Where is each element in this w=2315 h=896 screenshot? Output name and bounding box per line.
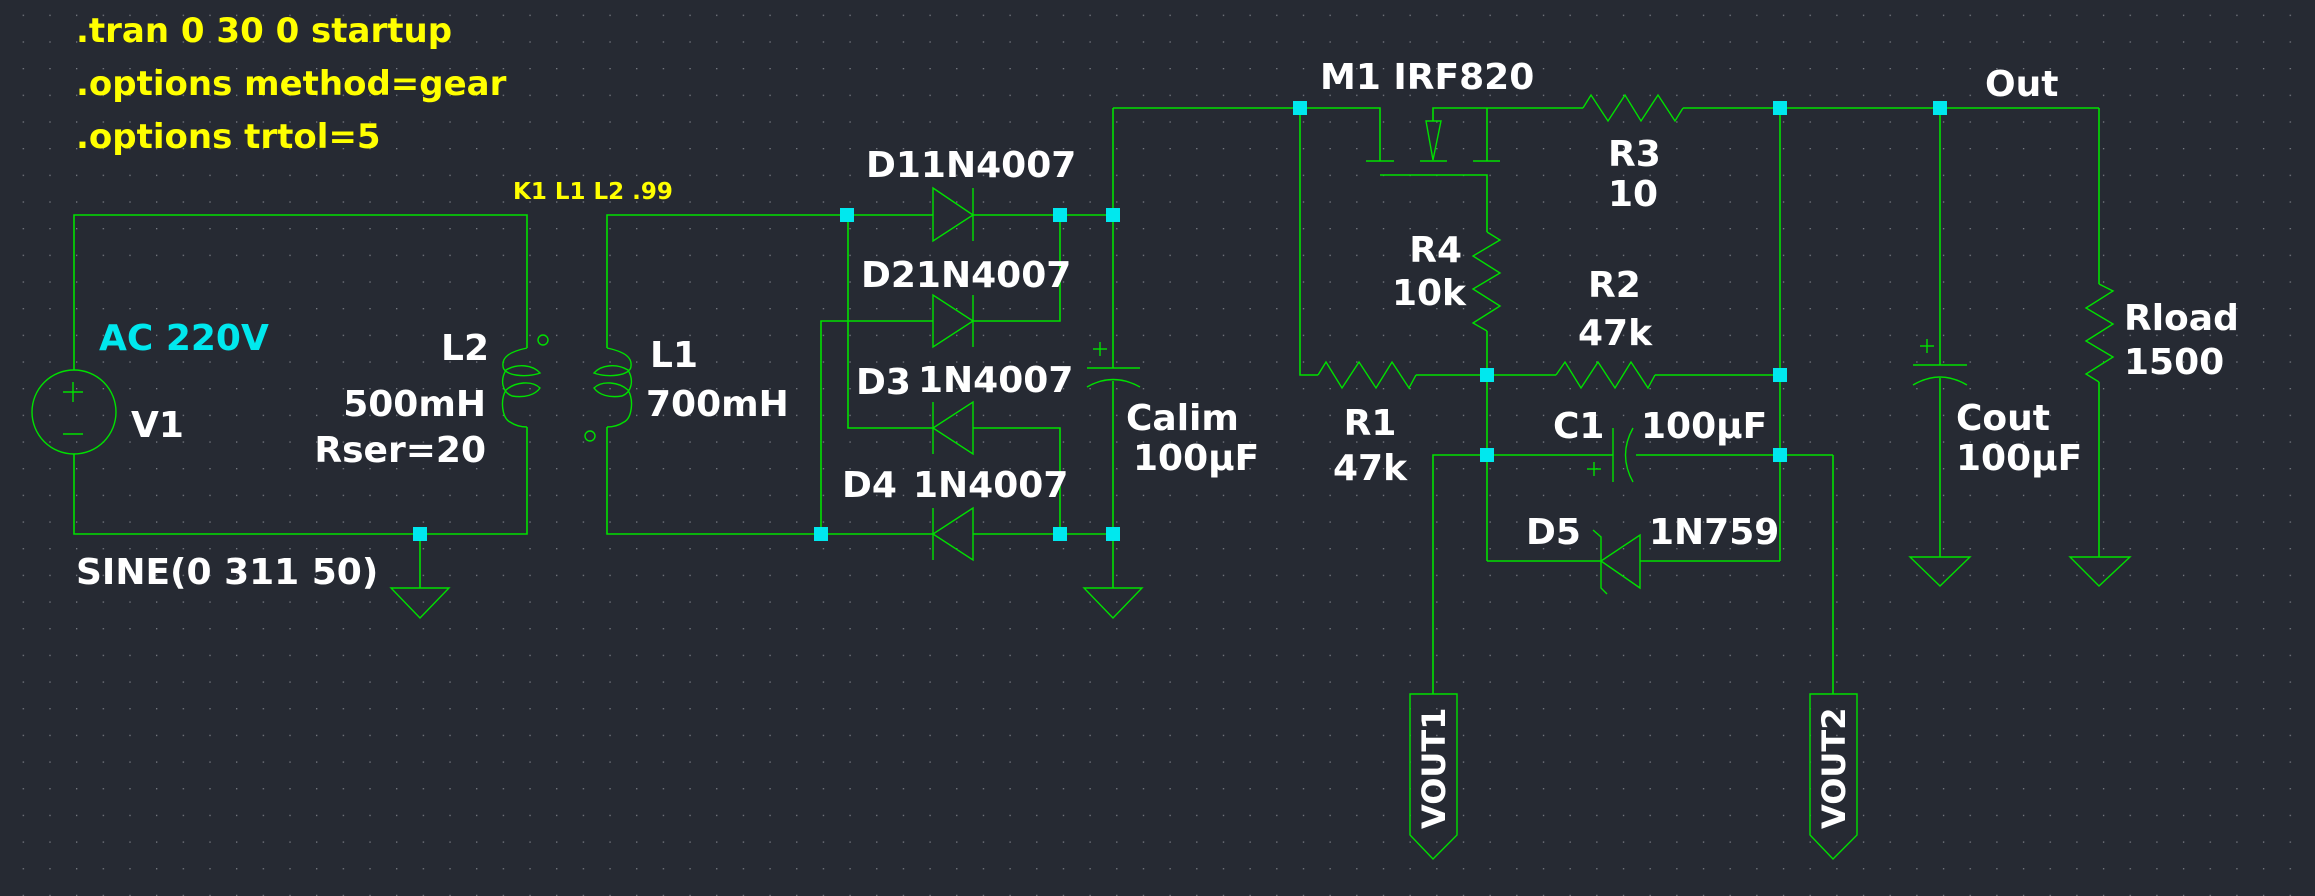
rload-name: Rload [2124, 298, 2239, 339]
bridge-wires[interactable] [606, 108, 1114, 588]
r2-value: 47k [1578, 313, 1653, 354]
d3-name: D3 [856, 362, 911, 403]
directive-options-trtol[interactable]: .options trtol=5 [76, 117, 381, 157]
voltage-source-v1[interactable] [31, 369, 117, 455]
v1-name: V1 [131, 405, 184, 446]
rload-value: 1500 [2124, 342, 2224, 383]
junction-node [1293, 101, 1307, 115]
inductor-l2[interactable] [501, 334, 549, 428]
resistor-rload[interactable] [2084, 283, 2115, 383]
zener-diode-d5[interactable] [1592, 529, 1641, 595]
d4-name: D4 [842, 465, 897, 506]
net-label-out[interactable]: Out [1985, 64, 2058, 105]
d5-value: 1N759 [1649, 512, 1779, 553]
ground-symbol-primary [389, 587, 451, 620]
junction-node [1773, 101, 1787, 115]
l1-value: 700mH [646, 384, 789, 425]
cout-name: Cout [1956, 398, 2050, 439]
regulator-wires[interactable] [1113, 107, 2100, 694]
comment-ac-220v[interactable]: AC 220V [99, 318, 269, 359]
mosfet-m1[interactable] [1366, 120, 1500, 162]
junction-node [1106, 527, 1120, 541]
diode-d3[interactable] [931, 400, 974, 456]
junction-node [1480, 368, 1494, 382]
directive-coupling[interactable]: K1 L1 L2 .99 [513, 179, 673, 205]
capacitor-c1[interactable] [1587, 427, 1634, 483]
junction-node [1480, 448, 1494, 462]
d3-value: 1N4007 [918, 360, 1073, 401]
ground-symbol-rload [2068, 556, 2132, 587]
arrow-icon [1425, 120, 1442, 161]
l2-value: 500mH [343, 384, 486, 425]
l2-rser: Rser=20 [314, 430, 486, 471]
resistor-r3[interactable] [1582, 93, 1684, 123]
r2-name: R2 [1588, 265, 1641, 306]
vout2-label: VOUT2 [1815, 708, 1853, 829]
inductor-l1[interactable] [584, 347, 633, 442]
net-flag-vout2[interactable]: VOUT2 [1809, 693, 1858, 861]
v1-value: SINE(0 311 50) [76, 552, 378, 593]
d4-value: 1N4007 [913, 465, 1068, 506]
net-flag-vout1[interactable]: VOUT1 [1409, 693, 1458, 861]
directive-options-method[interactable]: .options method=gear [76, 64, 507, 104]
junction-node [1773, 368, 1787, 382]
calim-name: Calim [1126, 398, 1239, 439]
c1-value: 100µF [1641, 406, 1767, 447]
d5-name: D5 [1526, 512, 1581, 553]
ground-symbol-cout [1908, 556, 1972, 587]
resistor-r2[interactable] [1555, 360, 1656, 390]
l2-name: L2 [441, 328, 489, 369]
d2-label: D21N4007 [861, 255, 1071, 296]
junction-node [814, 527, 828, 541]
junction-node [413, 527, 427, 541]
c1-name: C1 [1553, 406, 1604, 447]
resistor-r1[interactable] [1317, 360, 1417, 390]
junction-node [1053, 208, 1067, 222]
resistor-r4[interactable] [1471, 231, 1502, 332]
ground-symbol-calim [1082, 587, 1144, 620]
junction-node [1773, 448, 1787, 462]
diode-d4[interactable] [931, 506, 974, 562]
capacitor-cout[interactable] [1912, 339, 1968, 386]
r1-value: 47k [1333, 448, 1408, 489]
r3-name: R3 [1608, 134, 1661, 175]
vout1-label: VOUT1 [1415, 708, 1453, 829]
d1-label: D11N4007 [866, 145, 1076, 186]
cout-value: 100µF [1956, 438, 2082, 479]
directive-tran[interactable]: .tran 0 30 0 startup [76, 11, 452, 51]
junction-node [1933, 101, 1947, 115]
r4-name: R4 [1409, 230, 1462, 271]
r4-value: 10k [1392, 273, 1467, 314]
m1-label: M1 IRF820 [1320, 57, 1534, 98]
capacitor-calim[interactable] [1086, 342, 1141, 388]
diode-d2[interactable] [932, 293, 975, 349]
l1-name: L1 [650, 335, 698, 376]
diode-d1[interactable] [932, 186, 975, 243]
junction-node [840, 208, 854, 222]
junction-node [1106, 208, 1120, 222]
primary-wires[interactable] [73, 214, 528, 588]
r3-value: 10 [1608, 174, 1658, 215]
junction-node [1053, 527, 1067, 541]
r1-name: R1 [1344, 403, 1397, 444]
calim-value: 100µF [1133, 438, 1259, 479]
